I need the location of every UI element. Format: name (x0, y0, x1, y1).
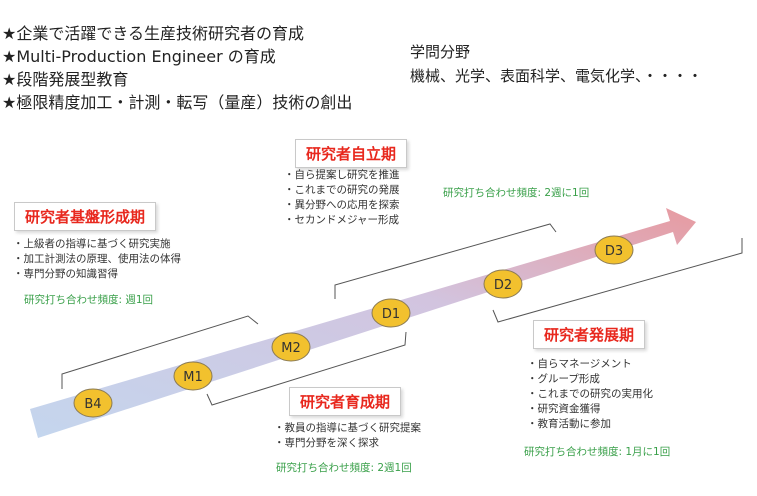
stage-item: ・教員の指導に基づく研究提案 (274, 422, 421, 434)
bracket-kiban (61, 315, 259, 389)
bracket-hatten (492, 238, 743, 323)
node-label: B4 (84, 397, 101, 412)
bracket-ikusei (206, 331, 407, 406)
stage-items-kiban: ・上級者の指導に基づく研究実施 ・加工計測法の原理、使用法の体得 ・専門分野の知… (13, 237, 181, 282)
stage-item: ・セカンドメジャー形成 (284, 214, 399, 226)
objective-item: ★段階発展型教育 (2, 70, 129, 89)
node-label: D2 (494, 278, 512, 293)
stage-title-kiban: 研究者基盤形成期 (14, 202, 157, 231)
objective-item: ★企業で活躍できる生産技術研究者の育成 (2, 24, 305, 43)
node-label: D3 (605, 244, 623, 259)
stage-item: ・上級者の指導に基づく研究実施 (13, 238, 171, 250)
freq-jiritsu: 研究打ち合わせ頻度: 2週に1回 (443, 187, 590, 199)
stage-item: ・研究資金獲得 (527, 403, 601, 415)
node-d3: D3 (594, 235, 634, 265)
stage-title-jiritsu: 研究者自立期 (295, 139, 408, 168)
stage-item: ・これまでの研究の実用化 (527, 388, 653, 400)
node-d2: D2 (483, 269, 523, 299)
stage-title-ikusei: 研究者育成期 (289, 387, 402, 416)
fields-heading: 学問分野 (410, 43, 471, 61)
stage-item: ・専門分野を深く探求 (274, 437, 379, 449)
academic-fields: 学問分野 機械、光学、表面科学、電気化学、・・・・ (410, 40, 703, 88)
stage-items-jiritsu: ・自ら提案し研究を推進 ・これまでの研究の発展 ・異分野への応用を探索 ・セカン… (284, 168, 400, 228)
node-b4: B4 (73, 388, 113, 418)
stage-item: ・加工計測法の原理、使用法の体得 (13, 253, 181, 265)
node-label: M2 (281, 341, 301, 356)
stage-item: ・自ら提案し研究を推進 (284, 169, 400, 181)
stage-item: ・これまでの研究の発展 (284, 184, 400, 196)
objective-item: ★極限精度加工・計測・転写（量産）技術の創出 (2, 93, 353, 112)
freq-hatten: 研究打ち合わせ頻度: 1月に1回 (524, 446, 671, 458)
stage-item: ・異分野への応用を探索 (284, 199, 400, 211)
objectives-list: ★企業で活躍できる生産技術研究者の育成 ★Multi-Production En… (2, 22, 352, 114)
node-m1: M1 (173, 361, 213, 391)
stage-items-hatten: ・自らマネージメント ・グループ形成 ・これまでの研究の実用化 ・研究資金獲得 … (527, 357, 653, 432)
node-label: D1 (382, 307, 400, 322)
node-m2: M2 (271, 332, 311, 362)
stage-item: ・グループ形成 (527, 373, 600, 385)
fields-list: 機械、光学、表面科学、電気化学、・・・・ (410, 67, 703, 85)
freq-kiban: 研究打ち合わせ頻度: 週1回 (24, 294, 154, 306)
stage-item: ・教育活動に参加 (527, 418, 611, 430)
freq-ikusei: 研究打ち合わせ頻度: 2週1回 (276, 462, 412, 474)
stage-item: ・専門分野の知識習得 (13, 268, 118, 280)
stage-items-ikusei: ・教員の指導に基づく研究提案 ・専門分野を深く探求 (274, 421, 421, 451)
node-d1: D1 (371, 298, 411, 328)
objective-item: ★Multi-Production Engineer の育成 (2, 47, 276, 66)
stage-item: ・自らマネージメント (527, 358, 632, 370)
bracket-jiritsu (334, 223, 557, 299)
node-label: M1 (183, 370, 203, 385)
stage-title-hatten: 研究者発展期 (533, 320, 646, 349)
